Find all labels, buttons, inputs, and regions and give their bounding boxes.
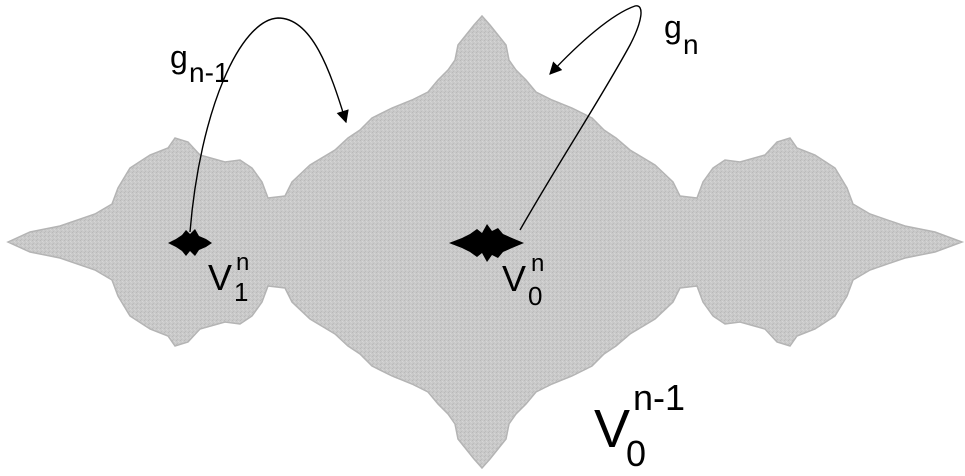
svg-text:n: n <box>683 29 699 60</box>
svg-text:n-1: n-1 <box>189 57 229 88</box>
label-v0-n-minus-1: V n-1 0 <box>594 377 685 474</box>
svg-text:n-1: n-1 <box>633 377 685 418</box>
blob-v1 <box>168 229 212 256</box>
label-v0-n: V n 0 <box>502 250 544 311</box>
svg-text:0: 0 <box>626 433 646 474</box>
svg-text:V: V <box>502 258 526 299</box>
svg-text:g: g <box>664 9 682 45</box>
label-v1-n: V n 1 <box>208 249 249 307</box>
svg-text:1: 1 <box>234 277 248 307</box>
svg-text:n: n <box>236 249 249 276</box>
svg-text:g: g <box>170 39 188 75</box>
svg-text:V: V <box>208 257 232 298</box>
label-g-n: g n <box>664 9 699 60</box>
arrow-g-n-minus-1 <box>189 17 349 233</box>
svg-text:0: 0 <box>528 281 542 311</box>
blob-v0 <box>449 224 524 262</box>
svg-text:n: n <box>531 250 544 277</box>
label-g-n-minus-1: g n-1 <box>170 39 229 88</box>
arrow-g-n <box>519 5 642 231</box>
svg-text:V: V <box>594 399 630 459</box>
